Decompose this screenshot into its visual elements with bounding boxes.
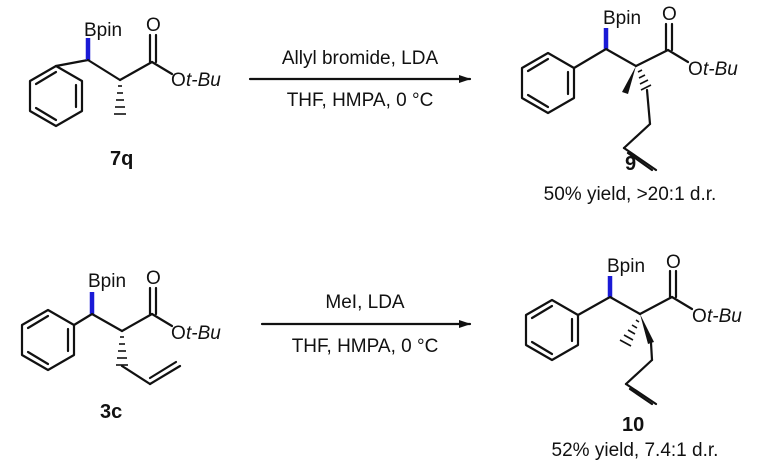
compound-label-7q: 7q <box>110 148 133 170</box>
compound-label-10: 10 <box>622 414 644 436</box>
reagents-bottom-2: THF, HMPA, 0 °C <box>292 336 439 357</box>
boron-label-3c: Bpin <box>88 271 126 292</box>
phenyl-ring <box>20 308 76 372</box>
ester-o-3c: O <box>171 323 186 344</box>
result-10: 52% yield, 7.4:1 d.r. <box>552 440 719 461</box>
reagents-top-1: Allyl bromide, LDA <box>282 48 439 69</box>
compound-label-9: 9 <box>625 153 636 175</box>
carbonyl-o-3c: O <box>146 268 161 289</box>
ester-o-7q: O <box>171 70 186 91</box>
reactant-3c-structure <box>20 286 182 386</box>
phenyl-ring <box>520 51 576 115</box>
carbonyl-o-10: O <box>666 252 681 273</box>
carbonyl-o-7q: O <box>146 15 161 36</box>
hashed-bond <box>114 85 126 115</box>
product-10-structure <box>524 269 694 406</box>
compound-label-3c: 3c <box>100 401 122 423</box>
carbonyl-o-9: O <box>662 4 677 25</box>
phenyl-ring <box>28 64 84 128</box>
wedge-bond <box>622 66 636 94</box>
ester-o-10: O <box>692 306 707 327</box>
wedge-bond <box>640 314 654 344</box>
reagents-top-2: MeI, LDA <box>325 292 405 313</box>
reactant-7q-structure <box>28 33 174 128</box>
boron-label-9: Bpin <box>603 8 641 29</box>
ester-tail-9: t-Bu <box>703 59 738 80</box>
ester-o-9: O <box>688 59 703 80</box>
hashed-bond <box>619 319 640 347</box>
boron-label-10: Bpin <box>607 256 645 277</box>
product-9-structure <box>520 22 690 172</box>
result-9: 50% yield, >20:1 d.r. <box>544 184 717 205</box>
reagents-bottom-1: THF, HMPA, 0 °C <box>287 90 434 111</box>
boron-label-7q: Bpin <box>84 20 122 41</box>
ester-tail-10: t-Bu <box>707 306 742 327</box>
phenyl-ring <box>524 298 580 362</box>
ester-tail-7q: t-Bu <box>186 70 221 91</box>
hashed-bond <box>637 69 652 91</box>
ester-tail-3c: t-Bu <box>186 323 221 344</box>
hashed-bond <box>116 336 128 366</box>
